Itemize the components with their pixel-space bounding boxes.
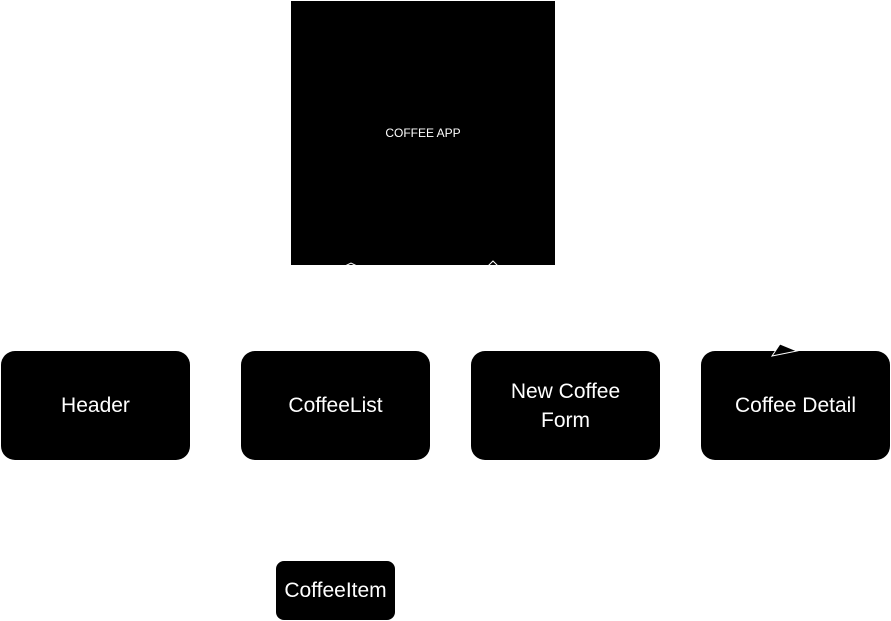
node-header[interactable]: Header — [1, 351, 190, 460]
node-coffee-item-label: CoffeeItem — [284, 578, 387, 602]
root-node-label: COFFEE APP — [385, 126, 461, 140]
root-node-coffee-app[interactable]: COFFEE APP — [291, 1, 555, 265]
node-new-coffee-form[interactable]: New Coffee Form — [471, 351, 660, 460]
node-new-coffee-form-label: New Coffee Form — [510, 379, 621, 432]
node-coffee-detail[interactable]: Coffee Detail — [701, 351, 890, 460]
node-header-label: Header — [61, 394, 130, 417]
node-coffee-list[interactable]: CoffeeList — [241, 351, 430, 460]
node-coffee-item[interactable]: CoffeeItem — [276, 561, 395, 620]
node-coffee-detail-label: Coffee Detail — [734, 394, 857, 417]
node-coffee-list-label: CoffeeList — [288, 394, 383, 417]
